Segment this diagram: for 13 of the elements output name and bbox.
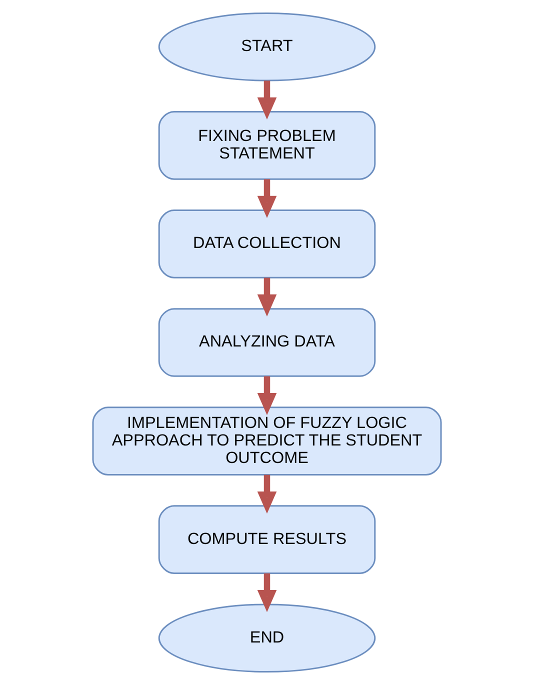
node-box: ANALYZING DATA <box>158 308 376 377</box>
arrow <box>257 179 277 218</box>
arrow <box>257 80 277 120</box>
node-box: COMPUTE RESULTS <box>158 505 376 574</box>
arrow <box>257 573 277 612</box>
arrow <box>257 376 277 416</box>
node-box: DATA COLLECTION <box>158 210 376 278</box>
arrow <box>257 474 277 514</box>
node-ellipse: END <box>158 604 376 673</box>
node-box: IMPLEMENTATION OF FUZZY LOGIC APPROACH TO PREDICT THE STUDENT OUTCOME <box>92 406 442 476</box>
node-box: FIXING PROBLEM STATEMENT <box>158 110 376 180</box>
arrow <box>257 278 277 317</box>
node-ellipse: START <box>158 12 376 82</box>
